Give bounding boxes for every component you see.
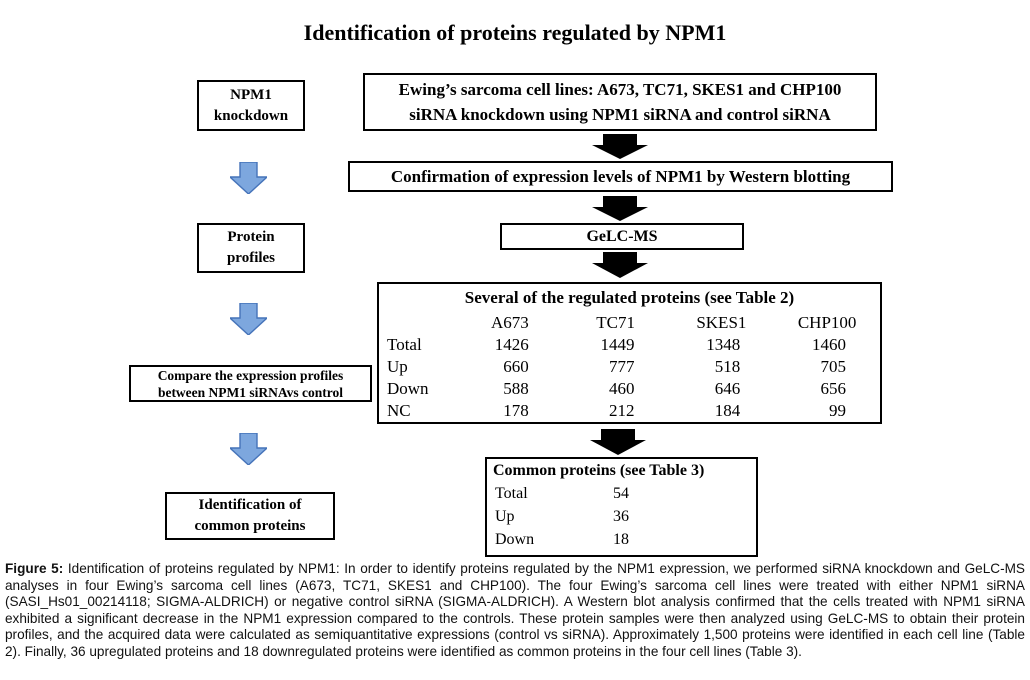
down-arrow-icon [230,162,267,194]
down-arrow-icon [230,303,267,335]
cell-value: 460 [609,379,635,398]
cell-value: 660 [503,357,529,376]
table-header-row: A673 TC71 SKES1 CHP100 [379,312,880,334]
npm1-knockdown-box: NPM1 knockdown [197,80,305,131]
protein-profiles-line1: Protein [227,229,275,245]
row-label: Up [387,357,408,376]
row-label: Total [495,484,528,502]
table-row: Up 660 777 518 705 [379,356,880,378]
col-header: SKES1 [696,313,747,332]
cell-value: 705 [820,357,847,376]
protein-profiles-line2: profiles [226,250,276,266]
col-header: TC71 [596,313,635,332]
regulated-proteins-table: Several of the regulated proteins (see T… [377,282,882,424]
identification-line1: Identification of [198,497,302,513]
compare-profiles-box: Compare the expression profiles between … [129,365,372,402]
col-header: CHP100 [797,313,857,332]
down-arrow-icon [230,433,267,465]
down-arrow-icon [590,429,646,455]
table-row: Up 36 [487,505,756,528]
regulated-table: A673 TC71 SKES1 CHP100 Total 1426 1449 1… [379,312,880,422]
common-proteins-table: Common proteins (see Table 3) Total 54 U… [485,457,758,557]
cell-value: 518 [714,357,741,376]
figure-caption: Figure 5: Identification of proteins reg… [5,561,1025,661]
table-row: Total 54 [487,482,756,505]
row-label: Down [495,530,535,548]
cell-value: 1348 [706,335,741,354]
cell-value: 777 [609,357,635,376]
compare-line2: between NPM1 siRNAvs control [157,384,344,400]
down-arrow-icon [592,134,648,159]
down-arrow-icon [592,196,648,221]
table-row: Down 588 460 646 656 [379,378,880,400]
cell-value: 1460 [812,335,846,354]
cell-value: 1426 [494,335,529,354]
table-row: Down 18 [487,528,756,551]
cell-value: 18 [613,530,629,548]
row-label: Up [495,507,515,525]
cell-value: 184 [714,401,741,420]
cell-value: 99 [829,401,846,420]
cell-value: 54 [613,484,629,502]
row-label: NC [387,401,411,420]
figure-caption-text: Identification of proteins regulated by … [5,561,1026,659]
cell-value: 1449 [600,335,635,354]
table-row: NC 178 212 184 99 [379,400,880,422]
cell-value: 212 [609,401,635,420]
gelcms-label: GeLC-MS [586,227,658,245]
cell-value: 656 [820,379,847,398]
figure-title: Identification of proteins regulated by … [303,20,727,45]
down-arrow-icon [592,252,648,278]
col-header: A673 [490,313,529,332]
figure-caption-label: Figure 5: [5,561,64,576]
regulated-table-title: Several of the regulated proteins (see T… [464,288,795,307]
npm1-knockdown-line1: NPM1 [230,86,272,103]
gelcms-box: GeLC-MS [500,223,744,250]
ewing-line2: siRNA knockdown using NPM1 siRNA and con… [409,105,831,124]
protein-profiles-box: Protein profiles [197,223,305,273]
identification-line2: common proteins [194,518,306,534]
row-label: Total [387,335,422,354]
common-table: Total 54 Up 36 Down 18 [487,482,756,551]
confirmation-western-blot-box: Confirmation of expression levels of NPM… [348,161,893,192]
cell-value: 178 [503,401,529,420]
cell-value: 588 [503,379,529,398]
ewing-cell-lines-box: Ewing’s sarcoma cell lines: A673, TC71, … [363,73,877,131]
ewing-line1: Ewing’s sarcoma cell lines: A673, TC71, … [398,80,842,99]
cell-value: 646 [714,379,741,398]
compare-line1: Compare the expression profiles [157,367,344,383]
common-table-title: Common proteins (see Table 3) [493,462,705,479]
confirmation-label: Confirmation of expression levels of NPM… [390,166,851,186]
row-label: Down [387,379,429,398]
npm1-knockdown-line2: knockdown [213,107,289,124]
identification-common-proteins-box: Identification of common proteins [165,492,335,540]
table-row: Total 1426 1449 1348 1460 [379,334,880,356]
cell-value: 36 [613,507,629,525]
